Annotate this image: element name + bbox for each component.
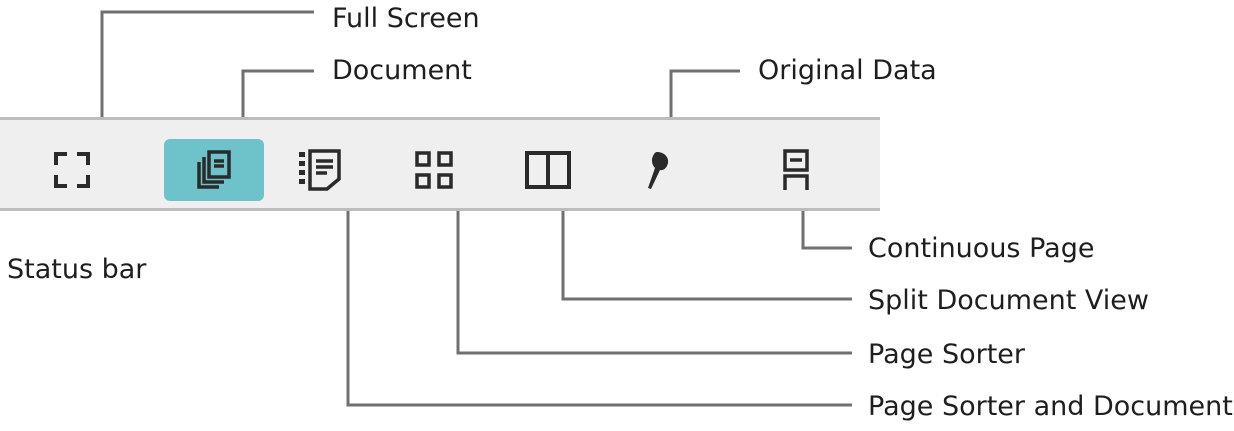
fullscreen-icon [54,152,90,188]
leader-document [241,69,314,126]
page-sorter-document-icon [299,149,341,191]
status-bar-label: Status bar [7,254,147,285]
page-sorter-and-document-button[interactable] [269,139,369,201]
pin-icon [648,152,669,189]
page-sorter-button[interactable] [384,139,484,201]
split-document-view-label: Split Document View [868,285,1149,316]
original-data-button[interactable] [608,139,708,201]
leader-full-screen [100,10,314,126]
document-label: Document [332,55,472,86]
leader-page-sorter [456,199,852,355]
page-sorter-label: Page Sorter [868,339,1026,370]
split-document-view-button[interactable] [498,139,598,201]
full-screen-label: Full Screen [332,3,480,34]
leader-original-data [669,69,740,126]
continuous-page-icon [783,149,809,190]
leader-split-document-view [561,199,852,301]
document-button[interactable] [164,139,264,201]
status-bar [0,117,880,211]
page-sorter-and-document-label: Page Sorter and Document [868,391,1233,422]
grid-icon [415,151,453,189]
continuous-page-button[interactable] [746,139,846,201]
leader-continuous-page [801,199,852,250]
leader-page-sorter-and-document [346,199,852,407]
split-view-icon [525,151,571,189]
original-data-label: Original Data [758,55,937,86]
document-stack-icon [197,150,231,189]
full-screen-button[interactable] [22,139,122,201]
continuous-page-label: Continuous Page [868,233,1095,264]
